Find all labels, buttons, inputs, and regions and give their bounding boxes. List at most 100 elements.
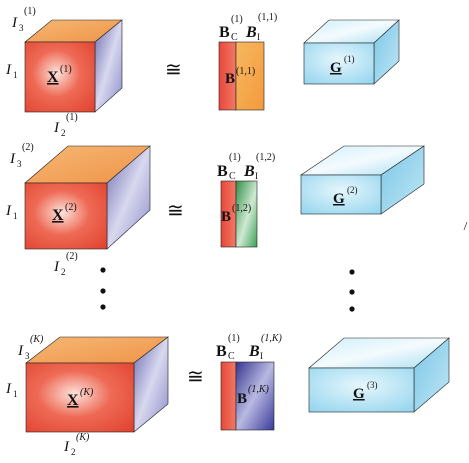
common-factor-block-row3	[220, 361, 237, 431]
svg-text:B: B	[219, 24, 230, 41]
svg-text:(2): (2)	[65, 202, 77, 213]
svg-text:B: B	[221, 209, 231, 225]
individual-factor-block-row2	[235, 180, 258, 248]
svg-text:C: C	[231, 32, 238, 43]
svg-text:(2): (2)	[66, 251, 78, 262]
dim-i2-row1: I 2 (1)	[53, 112, 78, 138]
svg-text:2: 2	[61, 267, 66, 277]
svg-text:I: I	[5, 381, 12, 397]
svg-text:G: G	[333, 191, 345, 207]
dim-i2-row2: I 2 (2)	[53, 251, 78, 277]
svg-text:I: I	[5, 203, 12, 219]
svg-text:C: C	[228, 351, 235, 362]
svg-text:3: 3	[17, 159, 22, 169]
factor-row3: B C (1) B I (1,K) B (1,K)	[216, 333, 283, 431]
individual-factor-block-row1	[235, 41, 265, 111]
svg-text:(1,K): (1,K)	[248, 384, 270, 395]
small-tick-mark	[463, 221, 468, 231]
svg-text:(K): (K)	[80, 387, 94, 398]
ellipsis-dot	[100, 288, 106, 294]
svg-text:(2): (2)	[22, 142, 34, 153]
svg-text:(K): (K)	[30, 334, 44, 345]
svg-text:I: I	[53, 120, 60, 136]
svg-text:B: B	[217, 163, 228, 180]
tensor-xk-front	[25, 362, 135, 433]
core-g1: G (1)	[303, 19, 400, 85]
svg-text:(K): (K)	[76, 432, 90, 443]
svg-text:1: 1	[13, 211, 18, 221]
svg-text:(1,1): (1,1)	[258, 12, 277, 23]
svg-text:I: I	[63, 439, 70, 455]
svg-text:(1,2): (1,2)	[256, 152, 275, 163]
dim-i3-row3: I 3 (K)	[17, 334, 44, 361]
ellipsis-dot	[100, 267, 106, 273]
dim-i2-row3: I 2 (K)	[63, 432, 90, 457]
svg-text:B: B	[245, 24, 257, 41]
ellipsis-left	[100, 267, 106, 310]
svg-text:2: 2	[71, 447, 76, 457]
factor-row1: B C (1) B I (1,1) B (1,1)	[218, 12, 277, 111]
dim-i1-row1: I 1	[5, 62, 18, 80]
svg-text:(1): (1)	[344, 54, 355, 64]
core-g1-front	[303, 42, 375, 85]
svg-text:X: X	[52, 207, 64, 224]
svg-text:(1): (1)	[229, 152, 241, 163]
tensor-x1-label: X	[47, 69, 59, 86]
ellipsis-right	[349, 269, 355, 312]
svg-text:I: I	[17, 343, 24, 359]
svg-text:I: I	[257, 32, 260, 42]
approx-symbol-row2: ≅	[167, 200, 184, 222]
svg-text:(2): (2)	[347, 185, 358, 195]
tensor-x1-front	[24, 41, 96, 113]
row-k: X (K) I 3 (K) I 1 I 2 (K) ≅ B C (1) B I …	[5, 333, 450, 457]
core-g2: G (2)	[300, 145, 425, 215]
svg-text:1: 1	[13, 389, 18, 399]
approx-symbol-row3: ≅	[187, 366, 204, 388]
svg-text:(1,2): (1,2)	[232, 203, 251, 214]
svg-text:B: B	[237, 391, 247, 407]
svg-text:I: I	[5, 62, 12, 78]
dim-i1-row2: I 1	[5, 203, 18, 221]
svg-text:B: B	[248, 343, 260, 360]
ellipsis-dot	[349, 289, 355, 295]
svg-text:(1,K): (1,K)	[261, 333, 283, 344]
svg-text:1: 1	[13, 70, 18, 80]
core-g3-front	[308, 367, 415, 413]
ellipsis-dot	[349, 306, 355, 312]
svg-text:(1): (1)	[228, 333, 240, 344]
individual-factor-block-row3	[235, 361, 275, 431]
core-g2-front	[300, 174, 382, 215]
factor-row2: B C (1) B I (1,2) B (1,2)	[217, 152, 275, 248]
dim-i3-row2: I 3 (2)	[9, 142, 34, 169]
core-g3: G (3)	[308, 337, 450, 413]
svg-text:(1): (1)	[231, 14, 243, 25]
svg-text:(1,1): (1,1)	[236, 66, 255, 77]
svg-text:I: I	[11, 15, 18, 31]
ellipsis-dot	[100, 304, 106, 310]
row-1: X (1) I 3 (1) I 1 I 2 (1) ≅ B C (1) B I …	[5, 6, 400, 138]
tensor-x1-sup: (1)	[60, 64, 72, 75]
svg-text:(3): (3)	[367, 380, 378, 390]
svg-text:(1): (1)	[66, 112, 78, 123]
tensor-x2-front	[24, 182, 108, 250]
row-2: X (2) I 3 (2) I 1 I 2 (2) ≅ B C (1) B I …	[5, 142, 468, 277]
ellipsis-dot	[349, 269, 355, 275]
svg-text:B: B	[216, 343, 227, 360]
svg-text:I: I	[255, 171, 258, 181]
svg-text:I: I	[260, 351, 263, 361]
tensor-xk: X (K)	[25, 336, 169, 433]
tensor-x1: X (1)	[24, 19, 123, 113]
svg-text:B: B	[225, 71, 235, 87]
svg-text:I: I	[9, 151, 16, 167]
svg-text:3: 3	[25, 351, 30, 361]
svg-text:3: 3	[19, 23, 24, 33]
approx-symbol-row1: ≅	[165, 59, 182, 81]
svg-text:G: G	[353, 386, 365, 402]
svg-text:G: G	[330, 60, 342, 76]
svg-text:B: B	[243, 163, 255, 180]
svg-text:X: X	[67, 392, 79, 409]
svg-text:I: I	[53, 259, 60, 275]
svg-text:(1): (1)	[24, 6, 36, 17]
dim-i3-row1: I 3 (1)	[11, 6, 36, 33]
